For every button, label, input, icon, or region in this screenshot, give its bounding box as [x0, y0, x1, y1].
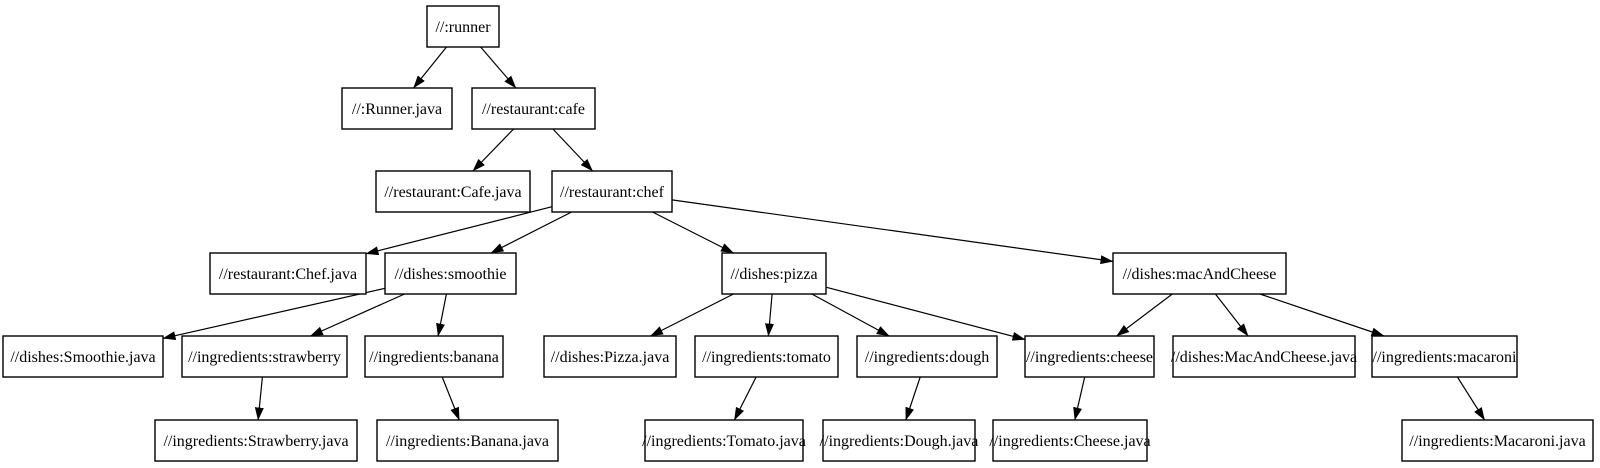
edge-chef-to-smoothie [490, 211, 572, 254]
graph-node-box-runner [426, 5, 500, 48]
graph-node-label-cheese_java: //ingredients:Cheese.java [989, 433, 1150, 450]
graph-node-box-macaroni [1371, 335, 1518, 378]
edge-smoothie-to-banana [436, 293, 447, 337]
graph-node-label-pizza_java: //dishes:Pizza.java [551, 349, 670, 366]
edge-runner-to-runner_java [413, 46, 447, 89]
graph-node-cheese_java: //ingredients:Cheese.java [989, 419, 1151, 462]
graph-node-label-smoothie: //dishes:smoothie [395, 266, 507, 283]
edge-chef-to-macandcheese [671, 199, 1114, 265]
edge-macandcheese-to-macaroni [1259, 293, 1385, 337]
graph-node-box-macaroni_java [1401, 419, 1594, 462]
graph-node-cafe: //restaurant:cafe [471, 87, 596, 130]
graph-node-box-pizza_java [543, 335, 677, 378]
edge-chef-to-chef_java [365, 206, 553, 256]
graph-node-box-chef [551, 170, 673, 213]
nodes-layer: //:runner //:Runner.java //restaurant:cafe… [2, 5, 1594, 462]
graph-node-box-runner_java [341, 87, 453, 130]
graph-node-label-runner: //:runner [435, 19, 491, 36]
graph-node-box-banana [364, 335, 504, 378]
graph-node-box-dough [856, 335, 998, 378]
graph-node-runner: //:runner [426, 5, 500, 48]
graph-node-pizza: //dishes:pizza [721, 252, 827, 295]
graph-node-pizza_java: //dishes:Pizza.java [543, 335, 677, 378]
graph-node-banana: //ingredients:banana [364, 335, 504, 378]
edges-layer [162, 46, 1486, 421]
graph-node-smoothie: //dishes:smoothie [384, 252, 517, 295]
graph-node-label-macandcheese: //dishes:macAndCheese [1123, 266, 1277, 283]
graph-node-label-tomato_java: //ingredients:Tomato.java [642, 433, 806, 450]
graph-node-tomato: //ingredients:tomato [694, 335, 839, 378]
graph-node-box-strawberry [181, 335, 348, 378]
graph-node-label-smoothie_java: //dishes:Smoothie.java [10, 349, 155, 366]
graph-node-macaroni: //ingredients:macaroni [1371, 335, 1518, 378]
graph-node-label-cafe: //restaurant:cafe [482, 101, 585, 118]
graph-node-label-tomato: //ingredients:tomato [702, 349, 831, 366]
graph-node-box-strawberry_java [154, 419, 358, 462]
graph-node-label-strawberry: //ingredients:strawberry [188, 349, 341, 366]
graph-node-tomato_java: //ingredients:Tomato.java [642, 419, 806, 462]
graph-node-dough_java: //ingredients:Dough.java [820, 419, 979, 462]
graph-node-box-cheese [1024, 335, 1155, 378]
graph-node-label-chef_java: //restaurant:Chef.java [219, 266, 357, 283]
edge-pizza-to-dough [811, 293, 890, 337]
graph-node-cafe_java: //restaurant:Cafe.java [375, 170, 531, 213]
graph-node-banana_java: //ingredients:Banana.java [376, 419, 559, 462]
edge-tomato-to-tomato_java [733, 376, 757, 421]
edge-chef-to-pizza [652, 211, 734, 254]
graph-node-smoothie_java: //dishes:Smoothie.java [2, 335, 164, 378]
graph-node-macandcheese_java: //dishes:MacAndCheese.java [1171, 335, 1357, 378]
graph-node-label-banana_java: //ingredients:Banana.java [386, 433, 549, 450]
graph-node-label-macaroni: //ingredients:macaroni [1373, 349, 1518, 366]
graph-node-box-chef_java [209, 252, 367, 295]
edge-banana-to-banana_java [441, 376, 460, 421]
edge-macaroni-to-macaroni_java [1456, 376, 1486, 421]
graph-node-label-runner_java: //:Runner.java [352, 101, 442, 118]
graph-node-macaroni_java: //ingredients:Macaroni.java [1401, 419, 1594, 462]
edge-pizza-to-tomato [765, 293, 774, 337]
graph-node-strawberry_java: //ingredients:Strawberry.java [154, 419, 358, 462]
edge-dough-to-dough_java [905, 376, 921, 421]
edge-smoothie-to-strawberry [309, 293, 405, 337]
edge-macandcheese-to-cheese [1116, 293, 1173, 337]
graph-node-chef_java: //restaurant:Chef.java [209, 252, 367, 295]
graph-node-runner_java: //:Runner.java [341, 87, 453, 130]
graph-node-strawberry: //ingredients:strawberry [181, 335, 348, 378]
graph-node-chef: //restaurant:chef [551, 170, 673, 213]
edge-strawberry-to-strawberry_java [254, 376, 264, 421]
graph-node-label-pizza: //dishes:pizza [730, 266, 817, 283]
graph-node-label-strawberry_java: //ingredients:Strawberry.java [163, 433, 348, 450]
edge-cheese-to-cheese_java [1073, 376, 1086, 421]
graph-node-box-pizza [721, 252, 827, 295]
graph-node-dough: //ingredients:dough [856, 335, 998, 378]
graph-node-box-cheese_java [992, 419, 1148, 462]
graph-node-box-macandcheese [1112, 252, 1287, 295]
graph-node-label-cheese: //ingredients:cheese [1026, 349, 1153, 366]
graph-node-label-dough: //ingredients:dough [865, 349, 989, 366]
graph-node-label-macaroni_java: //ingredients:Macaroni.java [1409, 433, 1585, 450]
graph-node-label-chef: //restaurant:chef [560, 184, 665, 201]
edge-pizza-to-pizza_java [650, 293, 734, 337]
edge-smoothie-to-smoothie_java [162, 287, 386, 341]
edge-runner-to-cafe [480, 46, 517, 89]
graph-node-box-smoothie_java [2, 335, 164, 378]
graph-node-box-banana_java [376, 419, 559, 462]
edge-pizza-to-cheese [825, 286, 1026, 341]
edge-cafe-to-cafe_java [472, 128, 515, 172]
graph-node-box-tomato_java [644, 419, 804, 462]
graph-node-box-macandcheese_java [1172, 335, 1356, 378]
edge-cafe-to-chef [552, 128, 594, 172]
graph-node-box-cafe_java [375, 170, 531, 213]
graph-node-cheese: //ingredients:cheese [1024, 335, 1155, 378]
graph-node-box-tomato [694, 335, 839, 378]
graph-node-box-smoothie [384, 252, 517, 295]
graph-node-macandcheese: //dishes:macAndCheese [1112, 252, 1287, 295]
graph-node-box-dough_java [822, 419, 976, 462]
graph-node-label-dough_java: //ingredients:Dough.java [820, 433, 979, 450]
graph-node-label-banana: //ingredients:banana [369, 349, 499, 366]
graph-node-label-cafe_java: //restaurant:Cafe.java [384, 184, 521, 201]
edge-macandcheese-to-macandcheese_java [1214, 293, 1249, 337]
graph-node-label-macandcheese_java: //dishes:MacAndCheese.java [1171, 349, 1357, 366]
graph-node-box-cafe [471, 87, 596, 130]
